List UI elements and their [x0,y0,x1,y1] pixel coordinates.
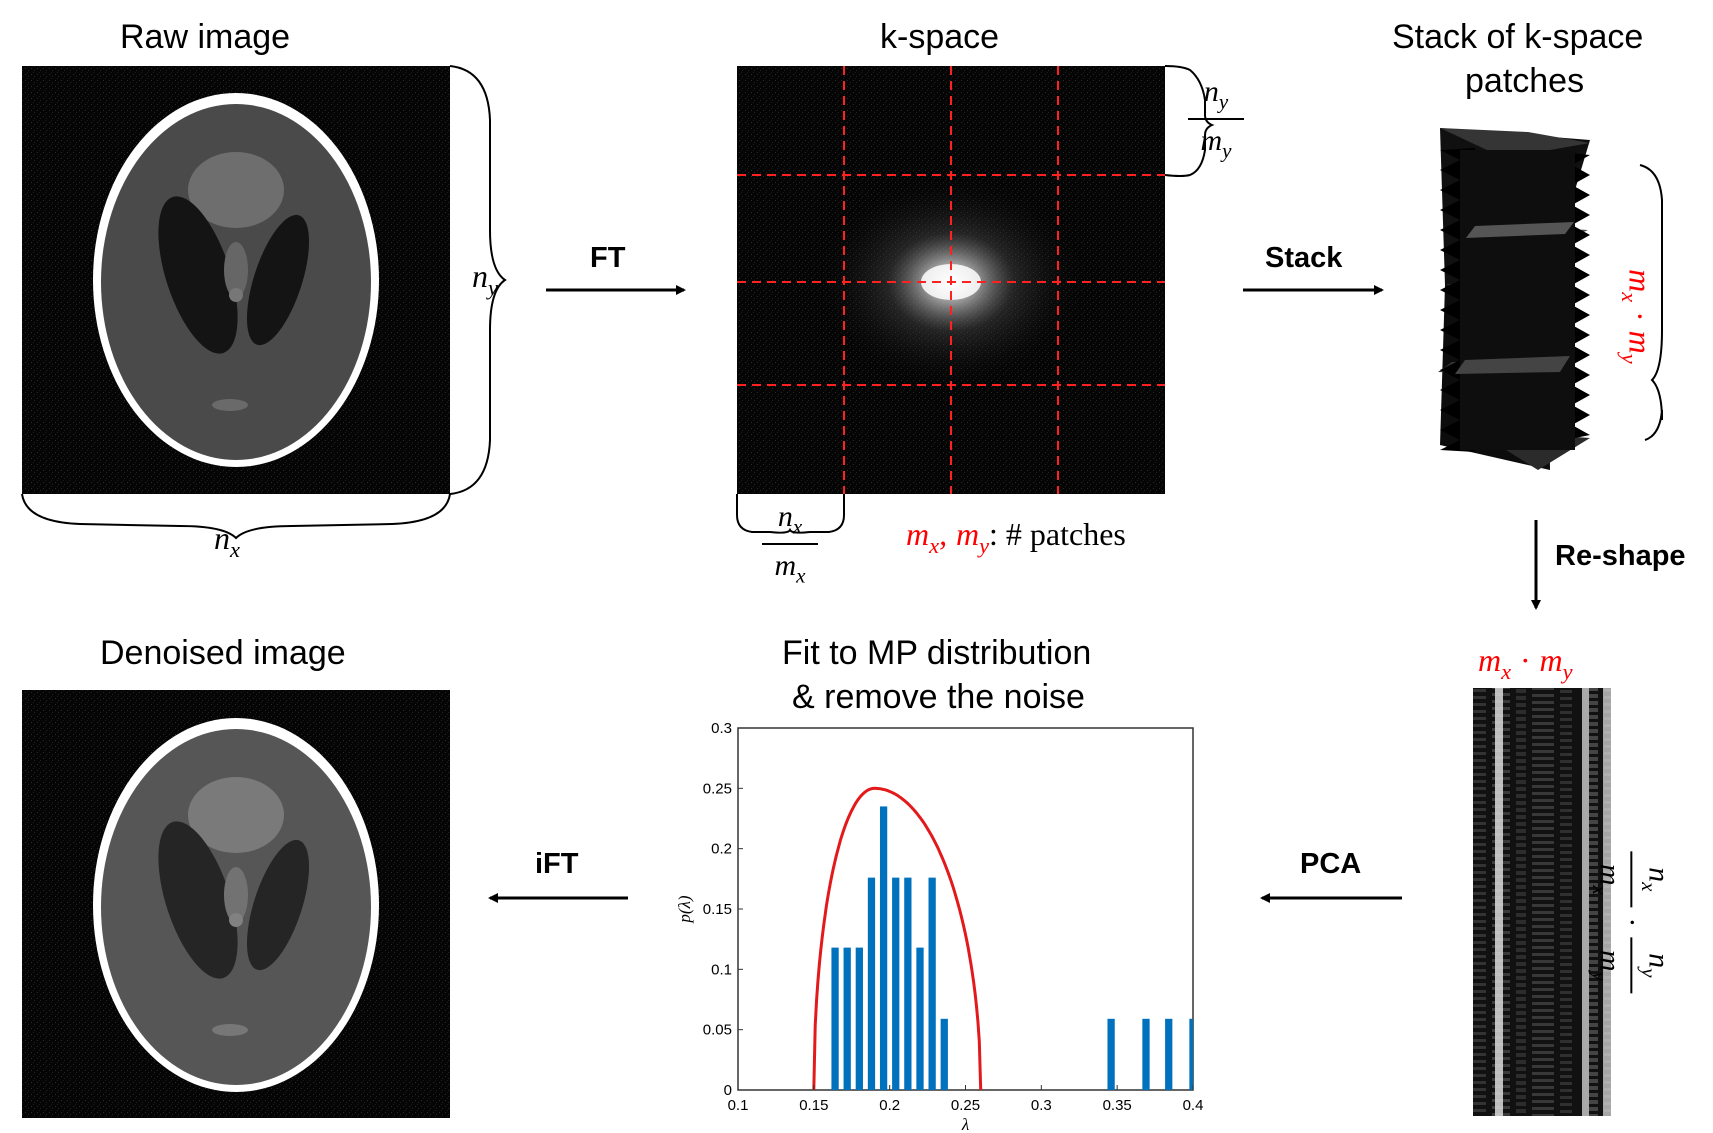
ny-label: ny [472,258,498,300]
histogram-bar-8 [928,877,936,1090]
x-tick-label: 0.35 [1103,1097,1132,1114]
histogram-bar-1 [843,947,851,1090]
chart-plot-frame [737,727,1194,1091]
histogram-bar-7 [916,947,924,1090]
nx-ny-ratio-matrix-label: nx mx · ny my [1587,851,1675,994]
ft-label: FT [590,242,626,274]
denoised-phantom-image [22,690,450,1118]
patch-stack [1438,128,1590,470]
mx-my-stack-label: mx · my [1616,269,1659,364]
stack-label: Stack [1265,242,1343,274]
y-tick-label: 0.25 [703,780,732,797]
y-tick-label: 0.05 [703,1022,732,1039]
histogram-bar-0 [831,947,839,1090]
mp-fit-curve [812,786,983,1091]
y-tick-label: 0.2 [711,841,732,858]
x-tick-label: 0.4 [1183,1097,1204,1114]
stack-title-line1: Stack of k-space [1392,18,1644,56]
y-tick-label: 0.3 [711,720,732,737]
ky-brace [1164,65,1215,177]
raw-image-title: Raw image [120,18,291,56]
raw-phantom-image [22,66,450,494]
x-tick-label: 0.15 [799,1097,828,1114]
pca-label: PCA [1300,848,1362,880]
stack-brace [1639,164,1663,441]
x-tick-label: 0.25 [951,1097,980,1114]
y-tick-label: 0.1 [711,961,732,978]
histogram-bar-11 [1142,1018,1150,1090]
histogram-bar-9 [940,1018,948,1090]
histogram-bar-13 [1189,1018,1193,1090]
histogram-bar-2 [855,947,863,1090]
histogram-bar-10 [1107,1018,1115,1090]
ift-label: iFT [535,848,579,880]
histogram-bar-6 [904,877,912,1090]
kspace-image [737,66,1165,494]
mx-my-matrix-label: mx · my [1478,642,1573,684]
casorati-matrix [1473,688,1611,1116]
y-axis-label: p(λ) [675,895,694,924]
fit-title-line1: Fit to MP distribution [782,634,1092,672]
kx-brace [736,494,845,534]
ny-over-my-label: ny my [1188,75,1244,164]
x-tick-label: 0.1 [728,1097,749,1114]
denoised-image-title: Denoised image [100,634,346,672]
histogram-bar-5 [892,877,900,1090]
y-tick-label: 0.15 [703,901,732,918]
nx-brace [21,493,451,540]
nx-over-mx-label: nx mx [762,500,818,589]
reshape-label: Re-shape [1555,540,1686,572]
kspace-title: k-space [880,18,1000,56]
histogram-bar-4 [879,806,888,1090]
fit-title-line2: & remove the noise [792,678,1085,716]
y-tick-label: 0 [724,1082,732,1099]
patches-count-label: mx, my: # patches [906,516,1126,558]
x-tick-label: 0.3 [1031,1097,1052,1114]
histogram-bar-3 [867,877,876,1090]
stack-title-line2: patches [1465,62,1585,100]
histogram-bar-12 [1165,1018,1173,1090]
mp-histogram-chart: 0.1 0.15 0.2 0.25 0.3 0.35 0.4 0 0.05 0.1 0.15 0.2 0… [675,720,1203,1133]
nx-label: nx [214,520,240,562]
ny-brace [449,65,507,495]
x-tick-label: 0.2 [879,1097,900,1114]
x-axis-label: λ [961,1115,969,1133]
